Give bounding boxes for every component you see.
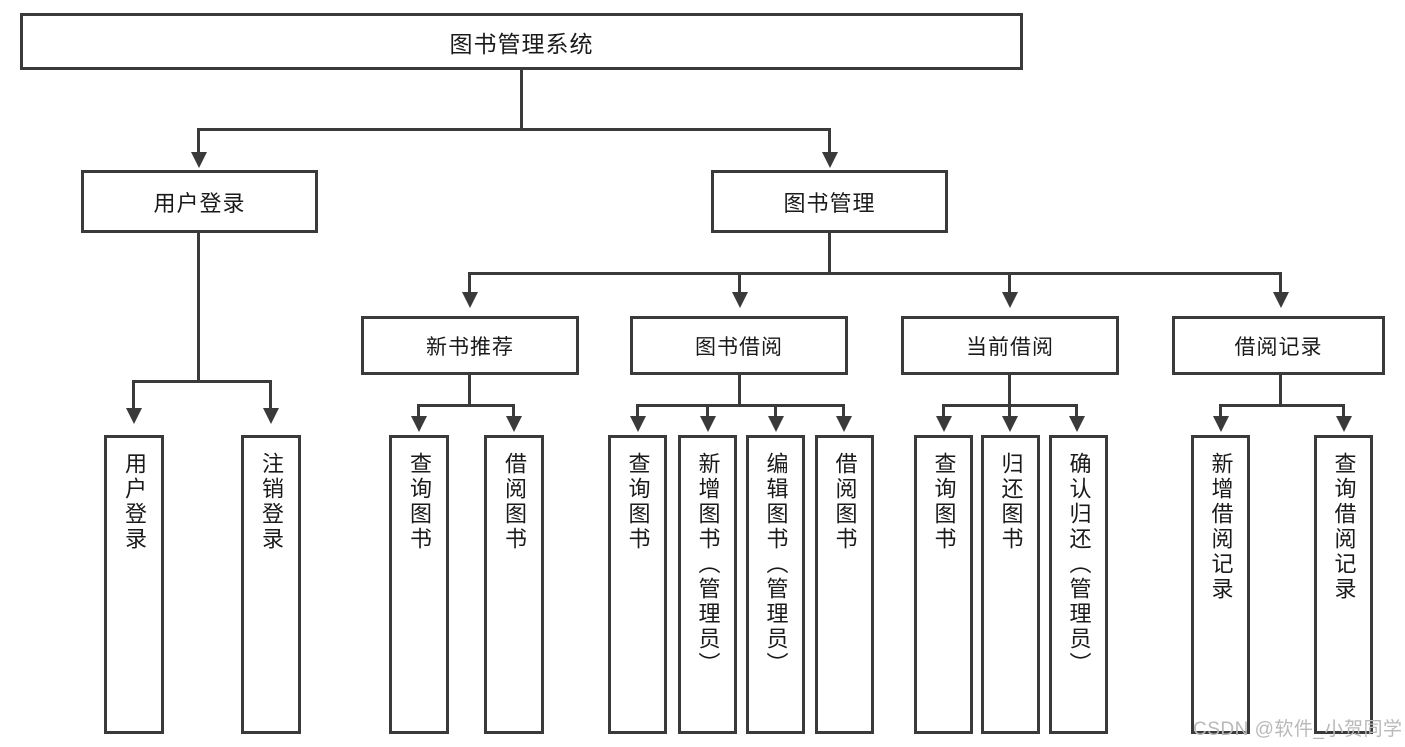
edge-cb-drop-1	[942, 404, 945, 420]
node-book-management[interactable]: 图书管理	[711, 170, 948, 233]
leaf-borrow-book[interactable]: 借阅图书	[815, 435, 874, 734]
arrow-to-leaf-query-book-3	[936, 416, 952, 432]
edge-root-to-user-login	[197, 128, 200, 156]
node-label: 归还图书	[998, 452, 1024, 552]
node-label: 查询图书	[625, 452, 651, 552]
edge-bb-drop-2	[706, 404, 709, 420]
node-label: 图书管理	[783, 190, 876, 216]
node-label: 用户登录	[121, 452, 147, 552]
leaf-add-borrow-record[interactable]: 新增借阅记录	[1191, 435, 1250, 734]
node-label: 新书推荐	[426, 335, 514, 359]
arrow-to-leaf-query-book-2	[630, 416, 646, 432]
edge-br-drop-1	[1219, 404, 1222, 420]
edge-root-to-book-management	[828, 128, 831, 156]
node-label: 用户登录	[153, 190, 246, 216]
edge-bb-stem	[738, 375, 741, 404]
leaf-user-login[interactable]: 用户登录	[104, 435, 164, 734]
node-root-system[interactable]: 图书管理系统	[20, 13, 1023, 70]
arrow-to-leaf-user-login	[126, 408, 142, 424]
node-label: 当前借阅	[966, 335, 1054, 359]
node-book-borrow[interactable]: 图书借阅	[630, 316, 848, 375]
csdn-watermark: CSDN @软件_小贺同学	[1193, 719, 1403, 740]
edge-bb-drop-3	[774, 404, 777, 420]
arrow-to-book-management	[822, 152, 838, 168]
edge-nbr-bus	[417, 404, 515, 407]
edge-nbr-stem	[468, 375, 471, 404]
edge-br-bus	[1219, 404, 1345, 407]
edge-user-login-stem	[197, 233, 200, 380]
edge-bb-bus	[636, 404, 844, 407]
leaf-query-book-current[interactable]: 查询图书	[914, 435, 973, 734]
edge-cb-drop-3	[1075, 404, 1078, 420]
edge-bb-drop-1	[636, 404, 639, 420]
leaf-query-book-recommend[interactable]: 查询图书	[389, 435, 449, 734]
edge-bb-drop-4	[842, 404, 845, 420]
node-label: 新增图书（管理员）	[695, 452, 721, 677]
node-label: 编辑图书（管理员）	[763, 452, 789, 677]
edge-book-management-stem	[828, 233, 831, 272]
node-current-borrow[interactable]: 当前借阅	[901, 316, 1119, 375]
node-label: 确认归还（管理员）	[1066, 452, 1092, 677]
node-borrow-record[interactable]: 借阅记录	[1172, 316, 1385, 375]
arrow-to-leaf-return-book	[1002, 416, 1018, 432]
arrow-to-leaf-borrow-book-2	[836, 416, 852, 432]
leaf-edit-book[interactable]: 编辑图书（管理员）	[746, 435, 805, 734]
node-label: 借阅图书	[501, 452, 527, 552]
arrow-to-leaf-borrow-book-1	[506, 416, 522, 432]
leaf-query-book-borrow[interactable]: 查询图书	[608, 435, 667, 734]
edge-nbr-drop-1	[417, 404, 420, 420]
arrow-to-leaf-add-record	[1213, 416, 1229, 432]
edge-bm-drop-3	[1008, 272, 1011, 297]
leaf-query-borrow-record[interactable]: 查询借阅记录	[1314, 435, 1373, 734]
arrow-to-user-login	[191, 152, 207, 168]
arrow-to-leaf-add-book	[700, 416, 716, 432]
edge-bm-drop-4	[1279, 272, 1282, 297]
leaf-return-book[interactable]: 归还图书	[981, 435, 1040, 734]
edge-root-bus	[197, 128, 831, 131]
node-label: 注销登录	[258, 452, 284, 552]
edge-user-login-drop-1	[132, 380, 135, 412]
leaf-borrow-book-recommend[interactable]: 借阅图书	[484, 435, 544, 734]
edge-br-stem	[1279, 375, 1282, 404]
node-label: 查询图书	[406, 452, 432, 552]
arrow-to-book-borrow	[732, 292, 748, 308]
arrow-to-leaf-query-record	[1336, 416, 1352, 432]
edge-bm-drop-1	[468, 272, 471, 297]
leaf-add-book[interactable]: 新增图书（管理员）	[678, 435, 737, 734]
edge-user-login-bus	[132, 380, 271, 383]
edge-cb-stem	[1008, 375, 1011, 404]
arrow-to-leaf-query-book-1	[411, 416, 427, 432]
leaf-user-logout[interactable]: 注销登录	[241, 435, 301, 734]
node-label: 借阅记录	[1234, 335, 1323, 359]
node-label: 查询图书	[931, 452, 957, 552]
node-label: 图书管理系统	[449, 30, 594, 57]
arrow-to-borrow-record	[1273, 292, 1289, 308]
node-label: 借阅图书	[832, 452, 858, 552]
arrow-to-leaf-confirm-return	[1069, 416, 1085, 432]
arrow-to-new-book-recommend	[462, 292, 478, 308]
node-user-login[interactable]: 用户登录	[81, 170, 318, 233]
arrow-to-current-borrow	[1002, 292, 1018, 308]
edge-user-login-drop-2	[269, 380, 272, 412]
edge-br-drop-2	[1342, 404, 1345, 420]
arrow-to-leaf-user-logout	[263, 408, 279, 424]
edge-bm-drop-2	[738, 272, 741, 297]
node-label: 查询借阅记录	[1331, 452, 1357, 602]
arrow-to-leaf-edit-book	[768, 416, 784, 432]
edge-cb-drop-2	[1008, 404, 1011, 420]
edge-book-management-bus	[468, 272, 1282, 275]
node-label: 图书借阅	[695, 335, 783, 359]
leaf-confirm-return[interactable]: 确认归还（管理员）	[1049, 435, 1108, 734]
edge-nbr-drop-2	[512, 404, 515, 420]
node-new-book-recommend[interactable]: 新书推荐	[361, 316, 579, 375]
node-label: 新增借阅记录	[1208, 452, 1234, 602]
edge-root-stem	[520, 70, 523, 128]
